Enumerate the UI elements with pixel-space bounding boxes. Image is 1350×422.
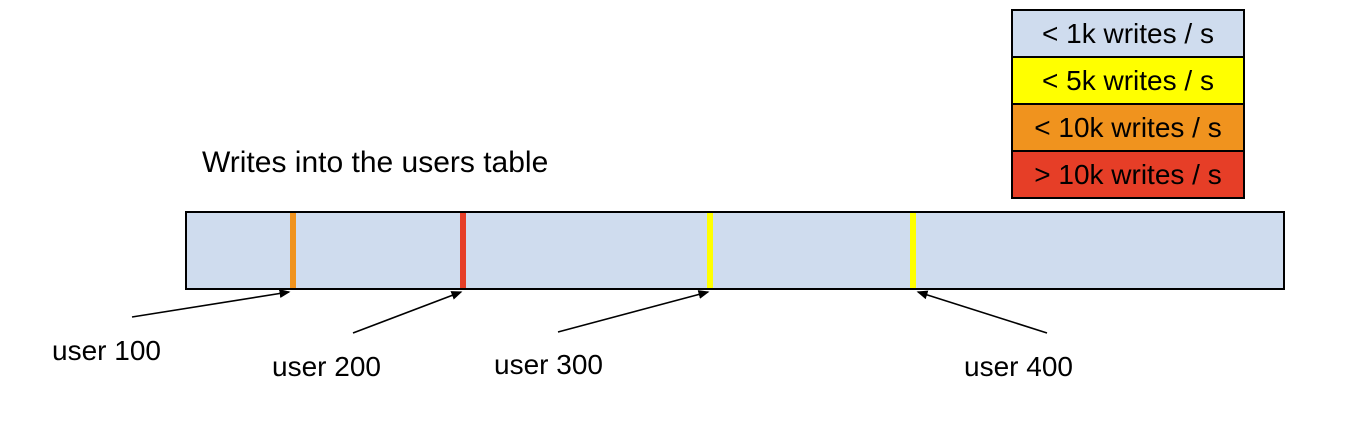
users-table-bar: [185, 211, 1285, 290]
legend-item-label: < 1k writes / s: [1042, 17, 1214, 49]
hotspot-marker-user-400: [910, 213, 916, 288]
hotspot-marker-user-200: [460, 213, 466, 288]
user-label-user-100: user 100: [52, 335, 161, 366]
legend-item-3: < 10k writes / s: [1013, 103, 1243, 150]
callout-arrow-user-300: [557, 290, 710, 333]
callout-arrow-user-400: [916, 290, 1048, 334]
legend: < 1k writes / s < 5k writes / s < 10k writ…: [1011, 9, 1245, 199]
callout-arrow-user-100: [131, 289, 291, 318]
hotspot-marker-user-100: [290, 213, 296, 288]
legend-item-2: < 5k writes / s: [1013, 56, 1243, 103]
legend-item-label: > 10k writes / s: [1034, 158, 1222, 190]
legend-item-1: < 1k writes / s: [1013, 11, 1243, 56]
legend-item-label: < 5k writes / s: [1042, 64, 1214, 96]
user-label-user-400: user 400: [964, 351, 1073, 382]
hotspot-marker-user-300: [707, 213, 713, 288]
user-label-user-200: user 200: [272, 351, 381, 382]
legend-item-label: < 10k writes / s: [1034, 111, 1222, 143]
user-label-user-300: user 300: [494, 349, 603, 380]
callout-arrow-user-200: [352, 291, 463, 334]
diagram-title: Writes into the users table: [202, 146, 549, 179]
legend-item-4: > 10k writes / s: [1013, 150, 1243, 197]
